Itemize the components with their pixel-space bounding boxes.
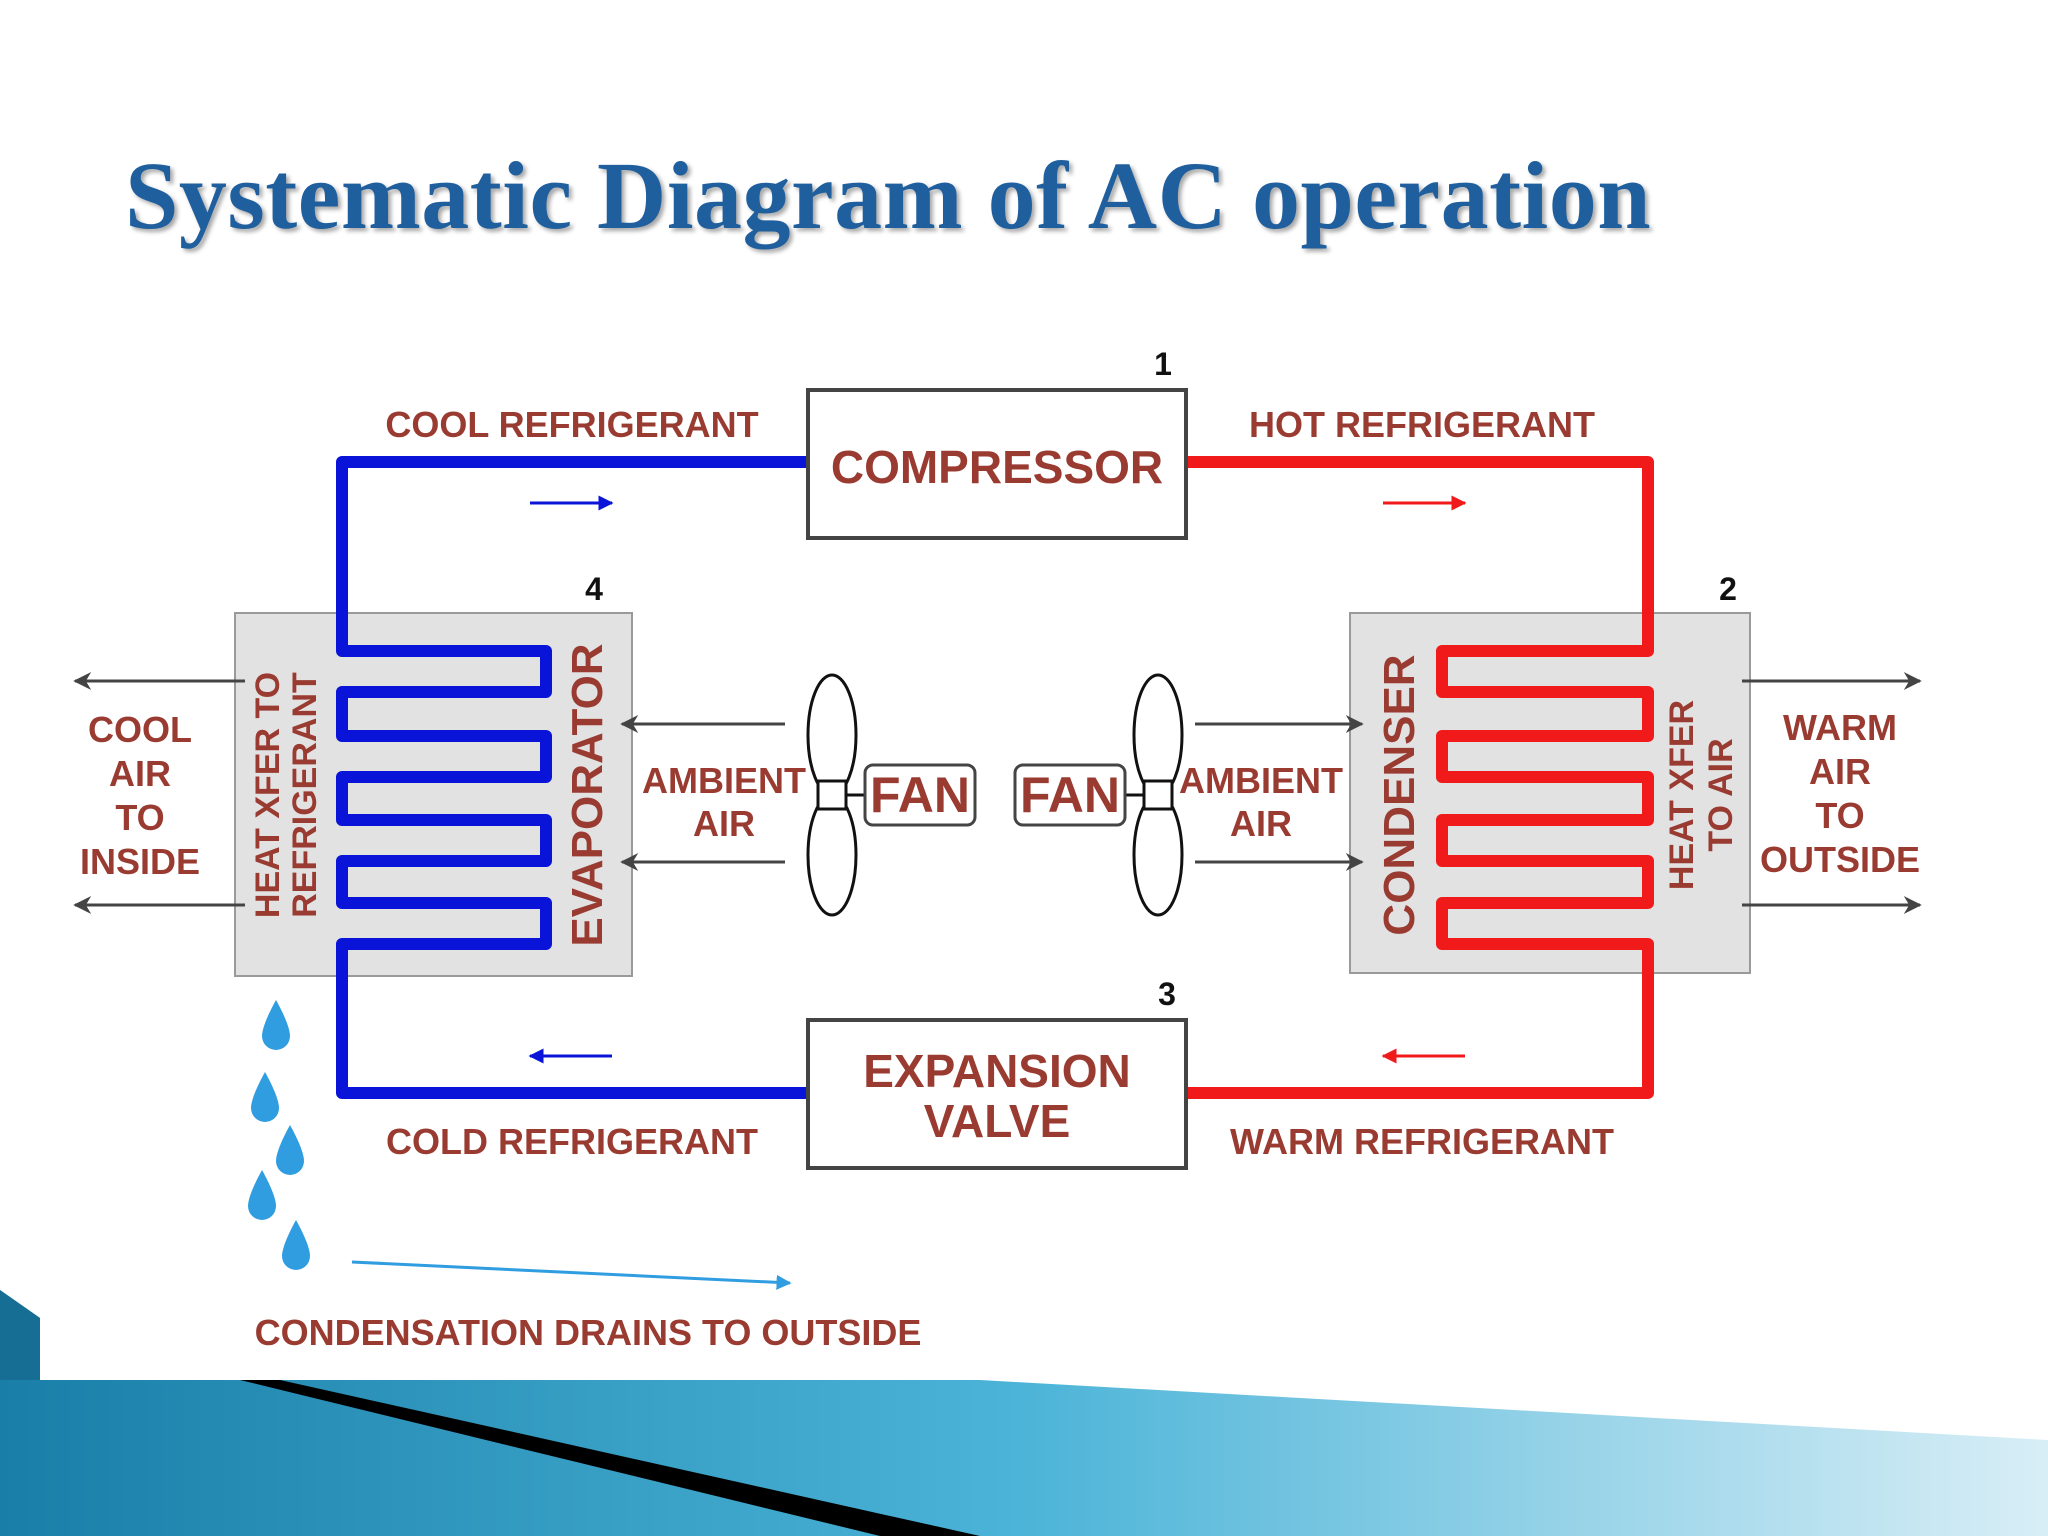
warm-air-line3: TO bbox=[1815, 795, 1864, 836]
cool-air-line2: AIR bbox=[109, 753, 171, 794]
condensation-arrow bbox=[351, 1260, 792, 1290]
warm-air-line1: WARM bbox=[1783, 707, 1897, 748]
slide-corner-decoration bbox=[0, 1290, 2048, 1536]
condenser-side-label-line1: HEAT XFER bbox=[1663, 700, 1701, 890]
ambient-air-left-line2: AIR bbox=[693, 803, 755, 844]
cool-refrigerant-label: COOL REFRIGERANT bbox=[385, 404, 758, 445]
fan-left-box bbox=[863, 763, 977, 827]
evaporator-side-label-line2: REFRIGERANT bbox=[286, 672, 324, 918]
condenser-side-label-line2: TO AIR bbox=[1702, 738, 1740, 851]
condenser-number: 2 bbox=[1719, 571, 1737, 607]
ambient-air-left-line1: AMBIENT bbox=[642, 760, 806, 801]
cool-air-arrows bbox=[73, 672, 245, 914]
warm-refrigerant-label: WARM REFRIGERANT bbox=[1230, 1121, 1614, 1162]
slide-title: Systematic Diagram of AC operation bbox=[125, 142, 1652, 249]
evaporator-label: EVAPORATOR bbox=[563, 643, 612, 946]
cool-air-line4: INSIDE bbox=[80, 841, 200, 882]
evaporator-box bbox=[234, 612, 633, 977]
fan-right-icon bbox=[1125, 673, 1184, 917]
warm-air-line2: AIR bbox=[1809, 751, 1871, 792]
ambient-air-arrows bbox=[620, 715, 1364, 871]
fan-right-label: FAN bbox=[1020, 767, 1120, 823]
cool-air-line1: COOL bbox=[88, 709, 192, 750]
condenser-label: CONDENSER bbox=[1375, 654, 1424, 935]
expansion-valve-label-line2: VALVE bbox=[924, 1095, 1071, 1147]
hot-refrigerant-pipe bbox=[1186, 456, 1654, 1099]
fan-left-icon bbox=[806, 673, 865, 917]
compressor-label: COMPRESSOR bbox=[831, 441, 1163, 493]
condensation-label: CONDENSATION DRAINS TO OUTSIDE bbox=[255, 1312, 922, 1353]
cold-refrigerant-pipe bbox=[336, 456, 808, 1099]
water-droplet-icons bbox=[248, 1000, 310, 1270]
cool-air-line3: TO bbox=[115, 797, 164, 838]
cold-refrigerant-label: COLD REFRIGERANT bbox=[386, 1121, 758, 1162]
ambient-air-right-line1: AMBIENT bbox=[1179, 760, 1343, 801]
warm-air-arrows bbox=[1742, 672, 1922, 914]
fan-left-label: FAN bbox=[870, 767, 970, 823]
expansion-valve-box bbox=[806, 1018, 1188, 1170]
compressor-number: 1 bbox=[1154, 346, 1172, 382]
expansion-valve-number: 3 bbox=[1158, 976, 1176, 1012]
compressor-box bbox=[806, 388, 1188, 540]
fan-right-box bbox=[1013, 763, 1127, 827]
evaporator-side-label-line1: HEAT XFER TO bbox=[249, 672, 287, 918]
evaporator-number: 4 bbox=[585, 571, 603, 607]
hot-refrigerant-label: HOT REFRIGERANT bbox=[1249, 404, 1595, 445]
ambient-air-right-line2: AIR bbox=[1230, 803, 1292, 844]
warm-air-line4: OUTSIDE bbox=[1760, 839, 1920, 880]
condenser-box bbox=[1349, 612, 1751, 974]
expansion-valve-label-line1: EXPANSION bbox=[863, 1045, 1131, 1097]
